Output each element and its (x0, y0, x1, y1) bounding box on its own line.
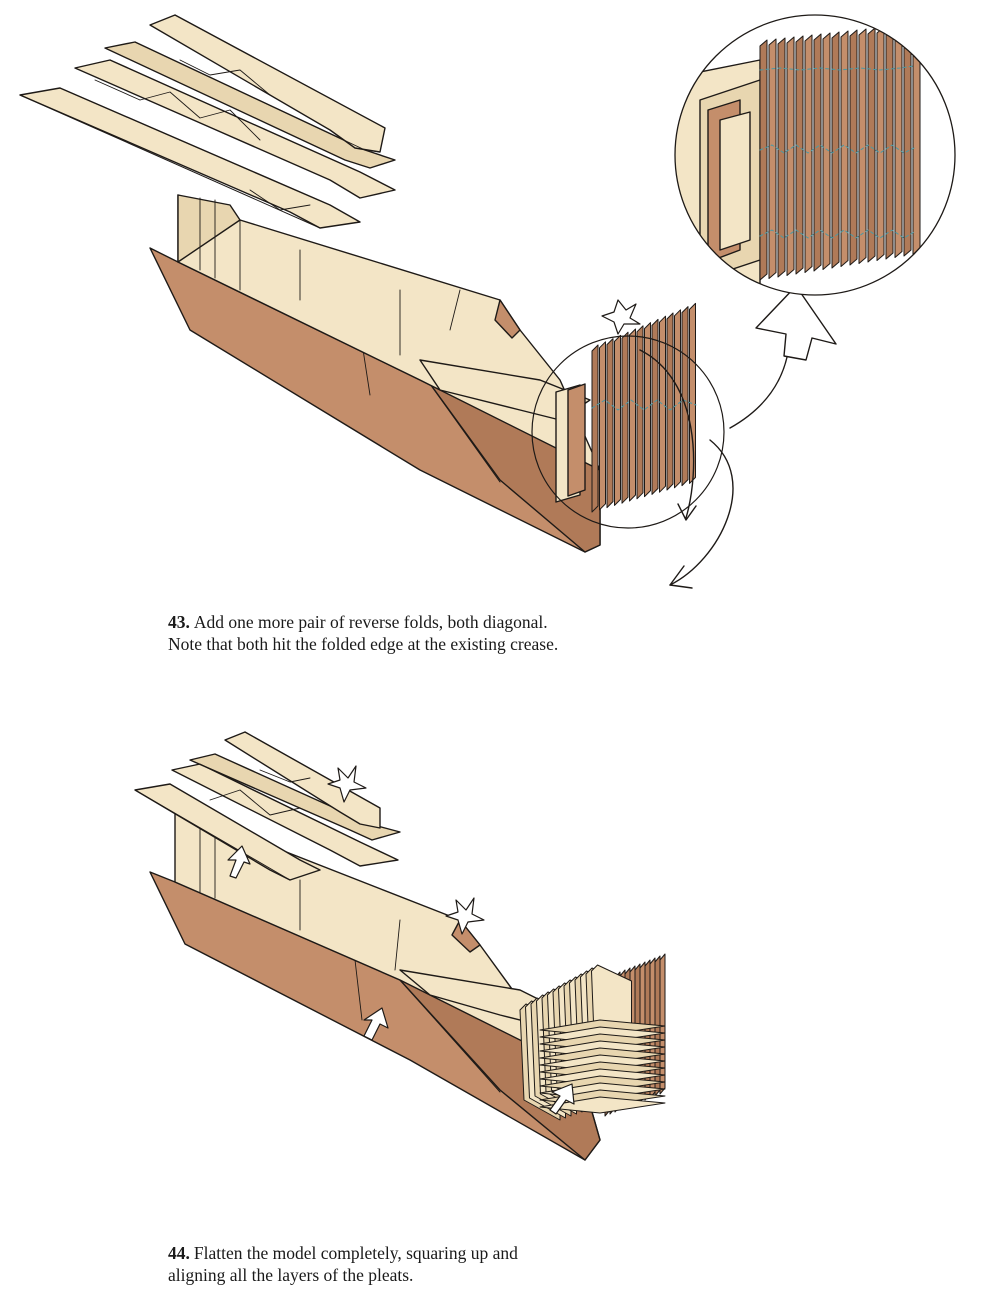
pleat-plate (636, 325, 644, 500)
flatten-arrow-icon (549, 1083, 575, 1115)
zoom-arrow-icon (729, 329, 791, 429)
push-arrow-icon (327, 765, 367, 803)
pleat-plate (849, 29, 858, 266)
step-44-diagram (0, 720, 1000, 1240)
upper-pleat-layer-3 (189, 753, 401, 841)
step-44-text-line2: aligning all the layers of the pleats. (168, 1265, 414, 1285)
pleat-plate (621, 331, 629, 504)
pleat-plate (840, 30, 849, 267)
pleat-plate (876, 26, 885, 261)
pleat-plate (659, 953, 666, 1095)
step-43-diagram (0, 0, 1000, 600)
step-43-text-line1: Add one more pair of reverse folds, both… (193, 612, 548, 632)
pleat-plate (813, 33, 822, 272)
step-44-number: 44. (168, 1243, 190, 1263)
pleat-plate (644, 959, 651, 1101)
pleat-plate (614, 334, 621, 506)
pleat-plate (786, 36, 795, 276)
pleat-plate (629, 328, 636, 502)
pleat-plate (822, 32, 831, 270)
upper-pleat-layer-1 (134, 783, 321, 881)
pleat-plate (539, 1096, 666, 1114)
flatten-arrow-icon (227, 845, 251, 879)
pleat-plate (689, 302, 696, 484)
pleat-plate (894, 24, 903, 258)
pleat-plate (903, 23, 912, 257)
push-arrow-icon (601, 299, 641, 335)
pleat-plate (591, 344, 599, 513)
pleat-plate (867, 27, 876, 263)
pleat-plate (599, 341, 606, 511)
magnify-callout-icon (531, 335, 725, 529)
pleat-plate (606, 338, 614, 509)
step-43-number: 43. (168, 612, 190, 632)
pleat-plate (831, 31, 840, 269)
reverse-fold-arrow-icon (669, 439, 734, 586)
valley-fold-line (591, 399, 697, 411)
pleat-plate (777, 37, 786, 278)
pleat-plate (795, 35, 804, 275)
pleat-plate (759, 39, 768, 281)
step-43-text-line2: Note that both hit the folded edge at th… (168, 634, 559, 654)
pleat-plate (885, 25, 894, 260)
step-43-caption: 43.Add one more pair of reverse folds, b… (168, 611, 868, 655)
pleat-plate (659, 315, 666, 493)
pleat-plate (674, 309, 681, 489)
pleat-plate (681, 306, 689, 487)
flattened-tail-pleats (519, 953, 666, 1121)
pleat-plate (858, 28, 867, 264)
pleat-plate (644, 322, 651, 498)
pleat-plate (666, 312, 674, 491)
step-44-text-line1: Flatten the model completely, squaring u… (193, 1243, 518, 1263)
pleat-plate (804, 34, 813, 273)
flatten-arrow-icon (363, 1007, 389, 1041)
zoom-detail (674, 14, 956, 296)
pleat-plate (651, 318, 659, 495)
tail-pleat-stack (555, 383, 586, 503)
pleat-plate (768, 38, 777, 279)
tail-pleats (591, 302, 696, 513)
step-44-caption: 44.Flatten the model completely, squarin… (168, 1242, 868, 1286)
push-arrow-icon (445, 897, 485, 935)
